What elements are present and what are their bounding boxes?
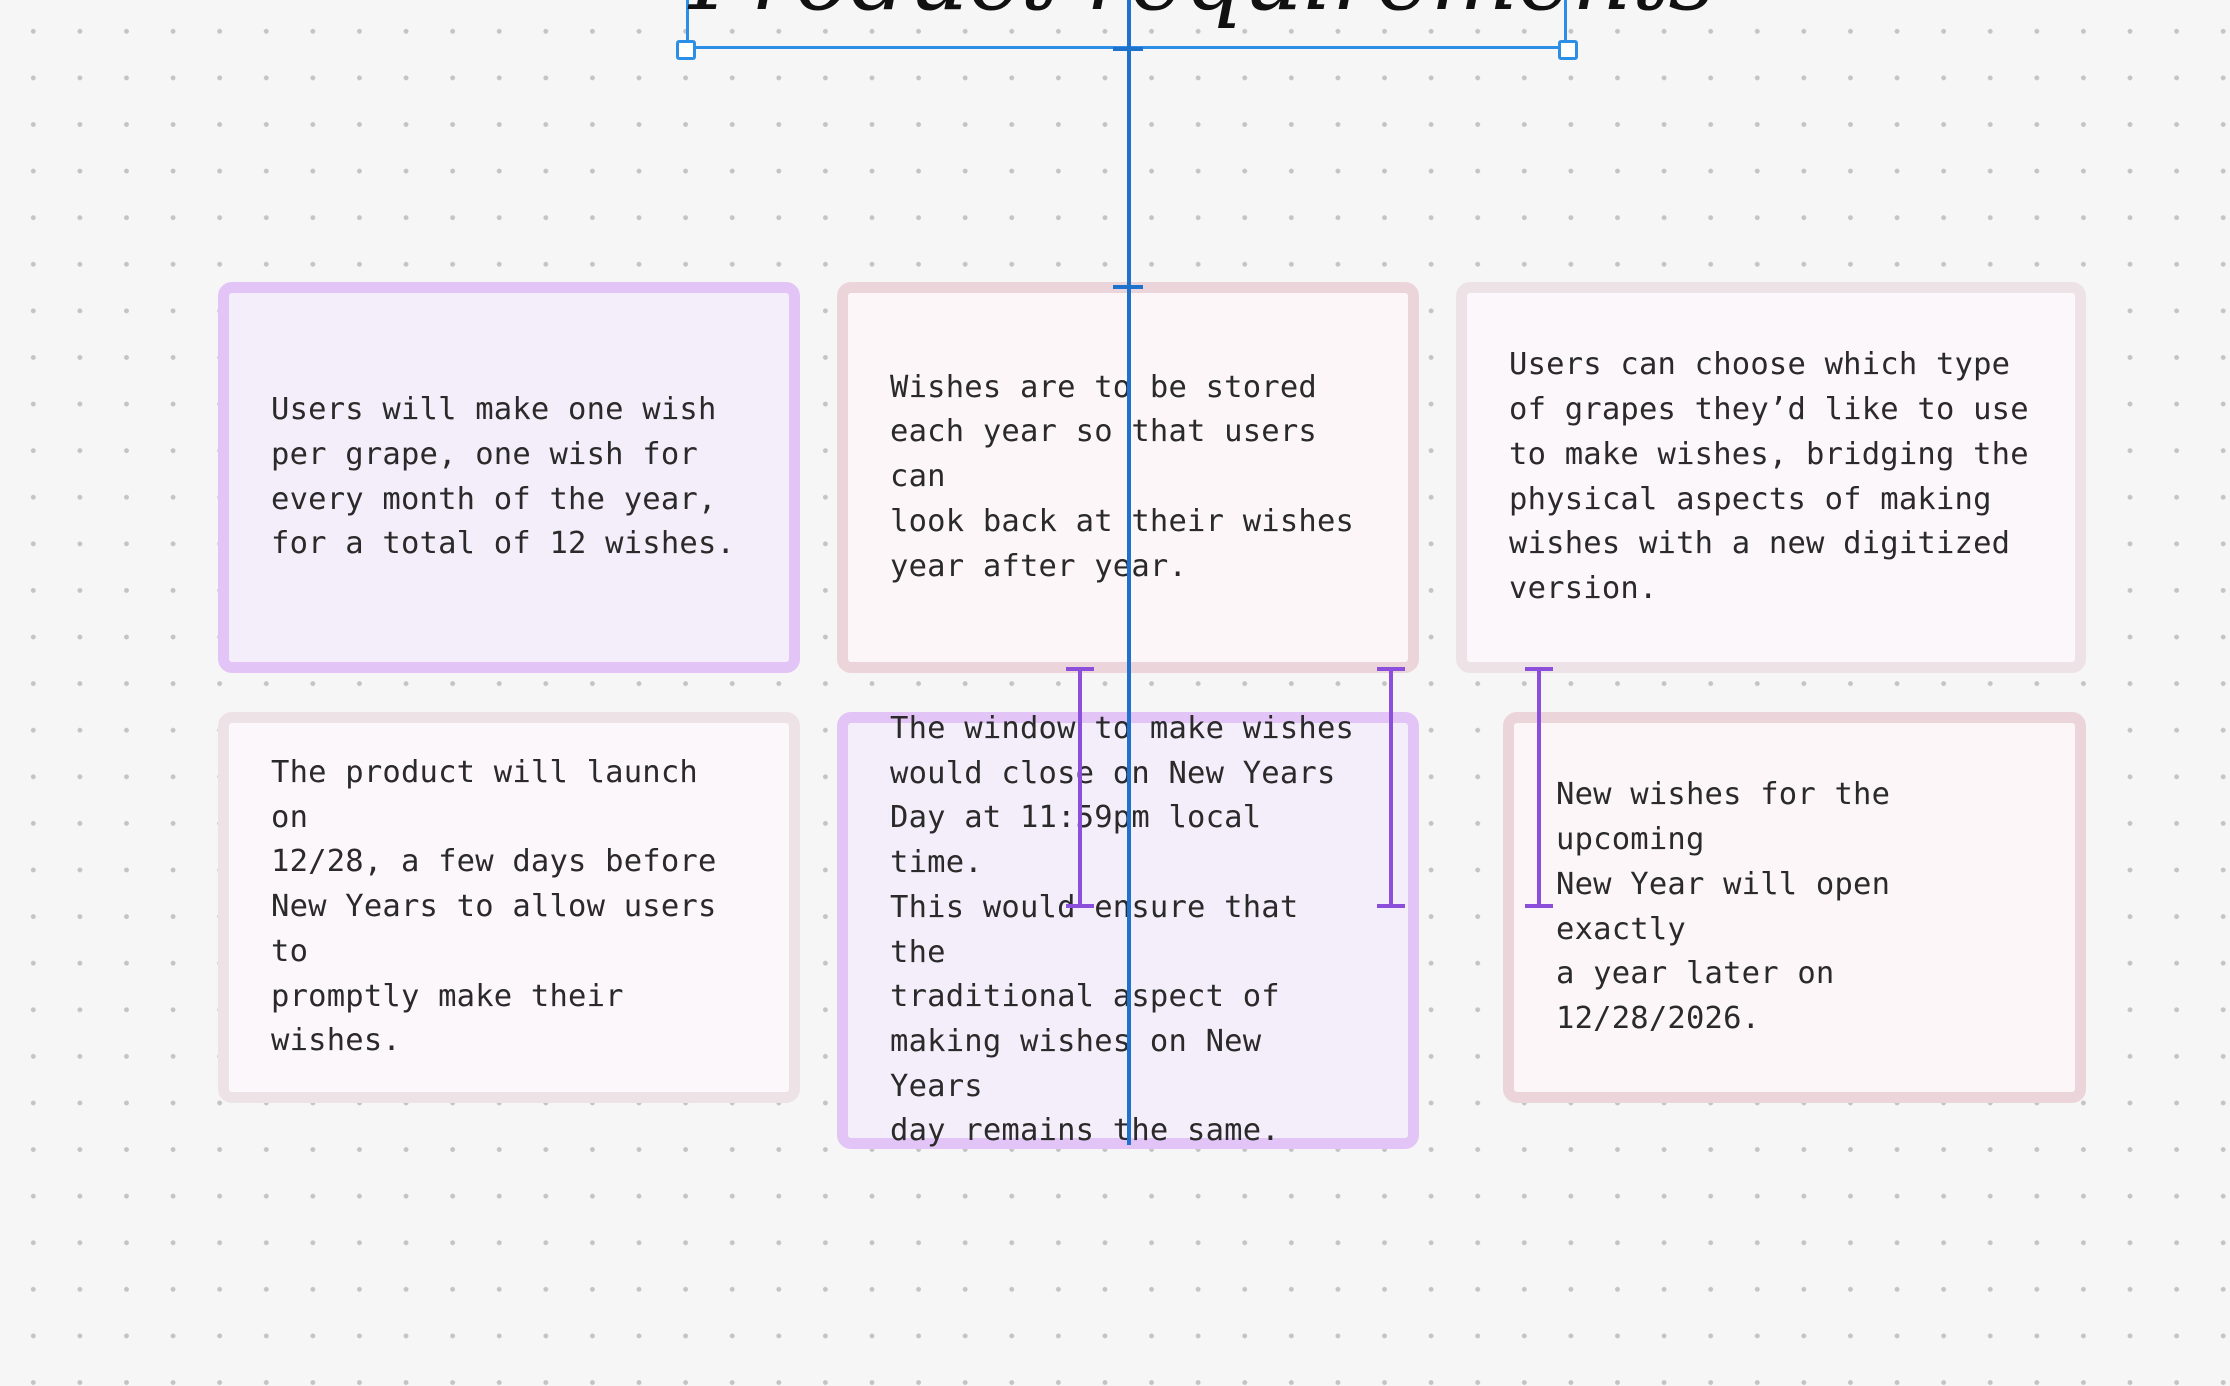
sticky-note-text: The window to make wishes would close on…: [890, 710, 1355, 1149]
spacing-guide: [1525, 667, 1553, 908]
alignment-guide-tick-card: [1113, 285, 1143, 289]
sticky-note-text: The product will launch on 12/28, a few …: [271, 755, 717, 1059]
sticky-note-text: Wishes are to be stored each year so tha…: [890, 369, 1355, 584]
sticky-note-launch-date[interactable]: The product will launch on 12/28, a few …: [218, 712, 800, 1103]
sticky-note-next-year[interactable]: New wishes for the upcoming New Year wil…: [1503, 712, 2086, 1103]
resize-handle-bottom-right[interactable]: [1558, 40, 1578, 60]
sticky-note-text: Users can choose which type of grapes th…: [1509, 347, 2029, 606]
resize-handle-bottom-left[interactable]: [676, 40, 696, 60]
sticky-note-text: New wishes for the upcoming New Year wil…: [1556, 777, 1891, 1036]
sticky-note-text: Users will make one wish per grape, one …: [271, 392, 736, 562]
spacing-guide: [1377, 667, 1405, 908]
center-alignment-guide: [1127, 0, 1131, 1145]
alignment-guide-tick-top: [1113, 47, 1143, 51]
sticky-note-grape-types[interactable]: Users can choose which type of grapes th…: [1456, 282, 2086, 673]
page-title[interactable]: Product requirements: [689, 0, 1716, 24]
spacing-guide: [1066, 667, 1094, 908]
sticky-note-grape-wishes[interactable]: Users will make one wish per grape, one …: [218, 282, 800, 673]
